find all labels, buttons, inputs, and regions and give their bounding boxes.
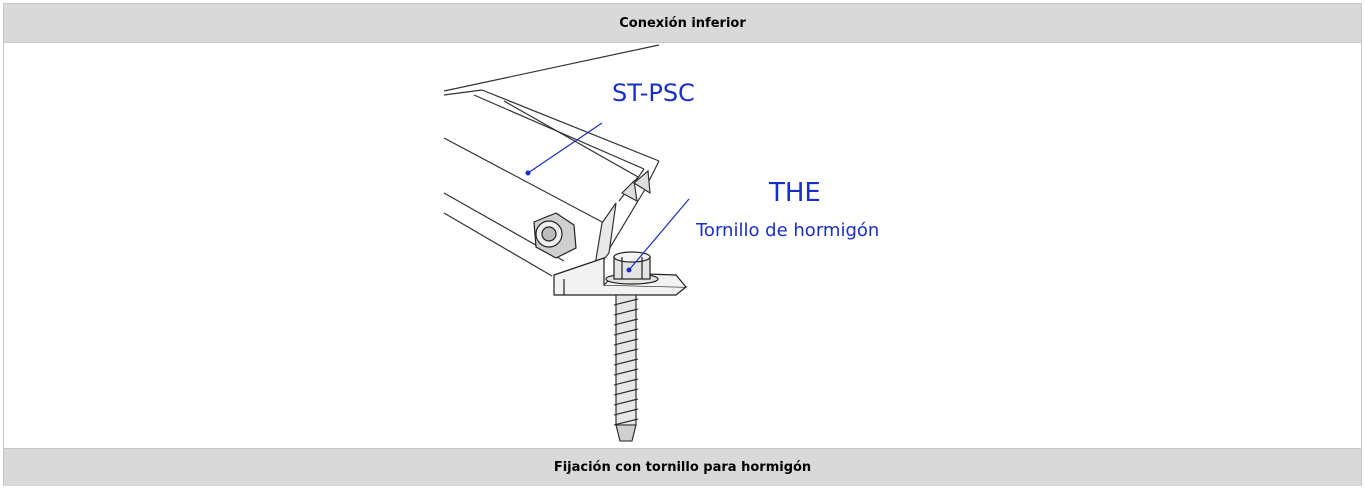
table-header: Conexión inferior (4, 4, 1361, 43)
profile-label: ST-PSC (612, 79, 695, 107)
panel-profile (443, 44, 660, 281)
figure-table: Conexión inferior (3, 3, 1362, 486)
leader-lines (527, 122, 690, 271)
header-title: Conexión inferior (619, 15, 746, 31)
screw-leader-dot (626, 267, 632, 273)
technical-drawing: ST-PSC THE Tornillo de hormigón (4, 43, 1361, 448)
rail-bolt (533, 212, 577, 259)
profile-leader-dot (525, 170, 531, 176)
screw-head (605, 251, 659, 285)
screw-name-label: Tornillo de hormigón (695, 220, 879, 241)
screw-code-label: THE (768, 178, 821, 208)
connection-diagram-svg: ST-PSC THE Tornillo de hormigón (443, 44, 879, 442)
table-footer: Fijación con tornillo para hormigón (4, 448, 1361, 486)
screw-shank (613, 294, 639, 442)
footer-caption: Fijación con tornillo para hormigón (553, 460, 812, 475)
